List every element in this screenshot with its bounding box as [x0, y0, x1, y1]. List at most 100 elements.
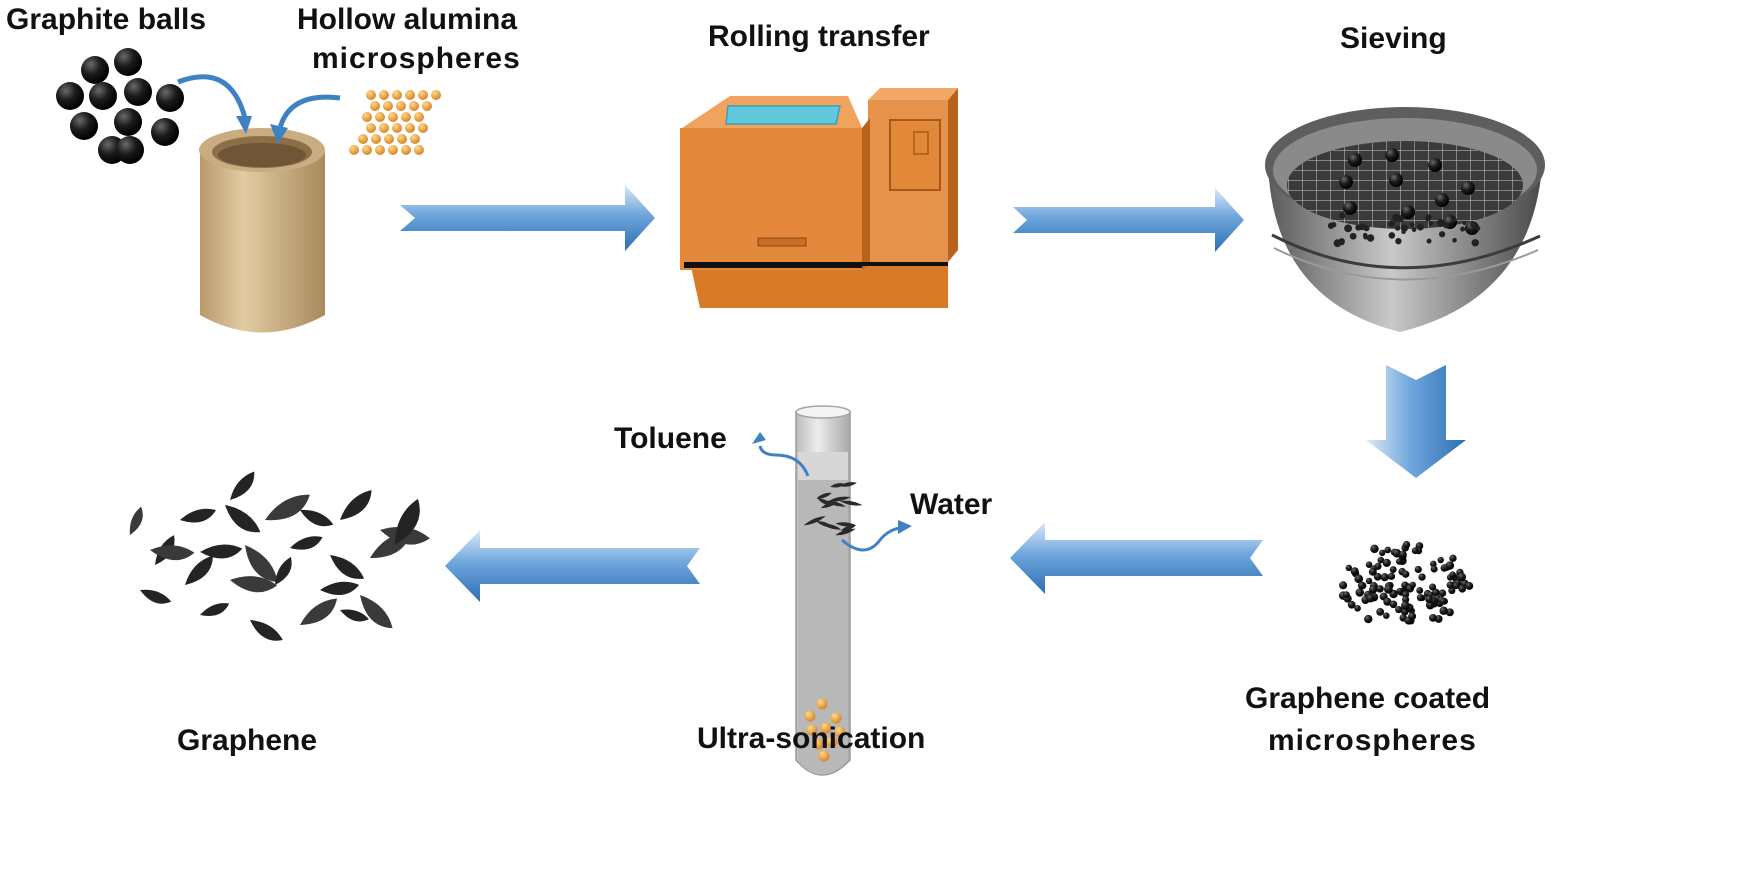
graphene-flake: [340, 609, 369, 622]
coated-sphere: [1379, 549, 1386, 557]
label-ultra-sonication: Ultra-sonication: [697, 722, 926, 755]
coated-sphere: [1432, 588, 1440, 597]
alumina-microspheres-icon: [349, 90, 441, 155]
sieve-particle: [1428, 221, 1434, 226]
coated-sphere: [1458, 585, 1467, 593]
alumina-sphere: [414, 112, 424, 122]
alumina-sphere: [370, 101, 380, 111]
tube-sphere: [806, 724, 818, 736]
coated-sphere: [1389, 600, 1398, 609]
coated-sphere: [1382, 558, 1391, 567]
coated-sphere: [1425, 595, 1433, 604]
coated-sphere: [1368, 567, 1377, 576]
sieve-particle: [1452, 238, 1457, 243]
graphene-flake: [360, 595, 393, 629]
graphene-flake: [330, 555, 365, 579]
alumina-sphere: [392, 90, 402, 100]
graphene-flake: [265, 494, 310, 521]
sieve-particle: [1438, 231, 1446, 238]
sieve-particle: [1411, 227, 1417, 232]
flow-arrow-4: [1010, 522, 1263, 594]
sieve-particle: [1416, 223, 1424, 231]
tube-flake: [840, 525, 857, 531]
alumina-sphere: [362, 112, 372, 122]
sieve-particle: [1349, 232, 1357, 240]
coated-sphere: [1449, 554, 1457, 562]
coated-sphere: [1411, 547, 1419, 555]
graphene-flake: [230, 576, 278, 593]
graphene-flake: [340, 490, 372, 520]
alumina-sphere: [418, 90, 428, 100]
sieve-particle: [1462, 220, 1467, 225]
graphite-ball: [70, 112, 98, 140]
tube-sphere: [812, 738, 824, 750]
alumina-sphere: [392, 123, 402, 133]
coated-sphere: [1445, 561, 1455, 570]
flow-arrow-2: [1013, 188, 1244, 252]
alumina-sphere: [397, 134, 407, 144]
coated-sphere: [1465, 582, 1474, 590]
tube-flake: [815, 521, 835, 528]
tube-flake: [803, 515, 826, 526]
graphene-flake: [200, 544, 243, 559]
tube-flake: [835, 522, 857, 527]
sieve-particle: [1426, 238, 1432, 244]
alumina-sphere: [405, 123, 415, 133]
sieve-ball: [1385, 148, 1399, 162]
alumina-sphere: [388, 145, 398, 155]
sieve-particle: [1388, 219, 1396, 228]
sieve-particle: [1344, 224, 1353, 233]
sieve-particle: [1388, 232, 1396, 239]
sieve-ball: [1389, 173, 1403, 187]
coated-sphere: [1448, 587, 1456, 595]
sieve-particle: [1363, 235, 1368, 240]
label-coated-microspheres: microspheres: [1268, 724, 1477, 757]
coated-sphere: [1446, 581, 1455, 589]
coated-sphere: [1439, 606, 1448, 615]
alumina-sphere: [349, 145, 359, 155]
sieve-particle: [1443, 222, 1449, 229]
coated-sphere: [1402, 596, 1410, 604]
coated-sphere: [1402, 570, 1410, 578]
sieve-particle: [1333, 239, 1342, 248]
sieve-particle: [1460, 226, 1466, 232]
graphene-flake: [395, 498, 420, 545]
graphene-flake: [275, 556, 292, 585]
sieve-particle: [1366, 234, 1375, 242]
coated-sphere: [1347, 600, 1356, 609]
alumina-sphere: [371, 134, 381, 144]
graphene-flake: [185, 555, 213, 585]
label-water: Water: [910, 488, 993, 521]
graphite-ball: [56, 82, 84, 110]
tube-sphere: [820, 722, 832, 734]
coated-sphere: [1418, 573, 1426, 581]
label-rolling-transfer: Rolling transfer: [708, 20, 930, 53]
label-microspheres: microspheres: [312, 42, 521, 75]
tube-sphere: [816, 698, 828, 710]
coated-sphere: [1429, 583, 1437, 591]
sieve-particle: [1339, 212, 1346, 219]
coated-microspheres-icon: [1338, 540, 1474, 625]
label-sieving: Sieving: [1340, 22, 1447, 55]
graphene-flake: [129, 506, 143, 535]
coated-sphere: [1376, 585, 1384, 593]
graphene-flake: [200, 603, 230, 616]
coated-sphere: [1343, 591, 1350, 598]
rolling-machine-icon: [680, 88, 958, 308]
tube-flake: [830, 483, 846, 488]
sieve-particle: [1409, 222, 1415, 228]
coated-sphere: [1354, 574, 1364, 584]
sieve-ball: [1435, 193, 1449, 207]
alumina-sphere: [431, 90, 441, 100]
alumina-sphere: [383, 101, 393, 111]
alumina-sphere: [418, 123, 428, 133]
graphene-flake: [320, 581, 360, 595]
tube-sphere: [830, 712, 842, 724]
coated-sphere: [1408, 612, 1417, 621]
graphene-flake: [250, 620, 283, 641]
coated-sphere: [1374, 562, 1382, 570]
tube-flake: [816, 492, 832, 499]
coated-sphere: [1384, 546, 1392, 554]
pour-arrow-left: [177, 74, 252, 134]
graphene-flake: [230, 471, 255, 500]
